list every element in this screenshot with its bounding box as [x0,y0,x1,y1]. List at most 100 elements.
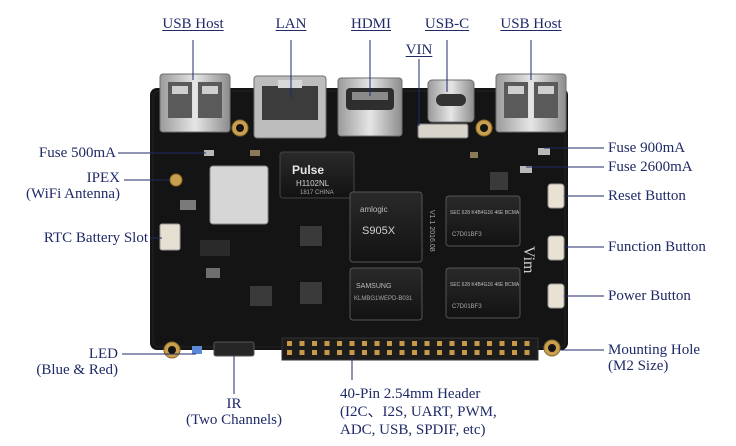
usb-host-right-port [495,73,567,133]
label-fuse-500ma: Fuse 500mA [38,145,116,161]
fuse-500ma [204,150,214,156]
label-mounting-hole-sub: (M2 Size) [608,358,669,374]
label-usb-host-right: USB Host [500,16,562,32]
header-pin [524,341,530,346]
label-hdmi: HDMI [351,16,391,32]
header-pin [449,341,455,346]
ram-bottom-part-text: SEC 628 K4B4G16 46E BCMA [450,282,520,288]
vim-text: Vim [520,246,537,274]
header-pin [487,341,492,346]
header-pin [337,341,342,346]
header-pin [499,341,505,346]
ir-receiver [213,341,255,357]
label-lan: LAN [275,16,307,32]
header-pin [312,350,317,355]
soc-chip [349,191,423,263]
label-header-line3: ADC, USB, SPDIF, etc) [340,422,486,438]
fuse-2600ma [520,166,532,173]
ram-top-code-text: C7D01BF3 [452,232,482,238]
header-pin [287,341,292,346]
header-pins [287,341,530,355]
header-pin [299,341,305,346]
label-header-line2: (I2C、I2S, UART, PWM, [340,404,497,420]
header-pin [349,350,355,355]
header-pin [412,341,417,346]
ram-chip-top [445,195,521,247]
wifi-module [209,165,269,225]
label-led: LED [88,346,118,362]
header-pin [462,341,467,346]
header-pin [512,350,517,355]
ipex-connector [169,173,183,187]
pulse-part-text: H1102NL [296,179,330,188]
label-vin: VIN [405,42,433,58]
ram-bottom-code-text: C7D01BF3 [452,304,482,310]
header-pin [312,341,317,346]
label-ipex: IPEX [86,170,120,186]
soc-model-text: S905X [362,225,396,237]
pulse-brand-text: Pulse [292,163,324,177]
lan-port [253,75,327,139]
label-rtc-battery-slot: RTC Battery Slot [43,230,148,246]
header-pin [399,350,405,355]
version-text: V1.1 2016.08 [428,210,435,252]
header-pin [512,341,517,346]
label-usb-host-left: USB Host [162,16,224,32]
ram-chip-bottom [445,267,521,319]
header-pin [462,350,467,355]
label-function-button: Function Button [608,239,706,255]
header-pin [387,341,392,346]
led-indicator [192,346,202,354]
label-ir: IR [226,396,242,412]
label-fuse-900ma: Fuse 900mA [608,140,686,156]
fuse-900ma [538,148,550,155]
header-pin [374,341,380,346]
header-pin [437,350,442,355]
header-pin [324,341,330,346]
label-fuse-2600ma: Fuse 2600mA [608,159,693,175]
pulse-origin-text: 1817 CHINA [300,190,334,196]
label-ipex-sub: (WiFi Antenna) [26,186,120,202]
header-pin [399,341,405,346]
emmc-brand-text: SAMSUNG [356,283,391,290]
header-pin [362,350,367,355]
usb-host-left-port [159,73,231,133]
function-button [547,235,565,261]
leader-lines [118,40,604,394]
emmc-chip [349,267,423,321]
header-pin [524,350,530,355]
header-pin [337,350,342,355]
header-pin [437,341,442,346]
header-pin [499,350,505,355]
header-pin [349,341,355,346]
ram-top-part-text: SEC 628 K4B4G16 46E BCMA [450,210,520,216]
label-usb-c: USB-C [424,16,470,32]
header-pin [387,350,392,355]
emmc-part-text: KLMBG1WEPD-B031 [354,296,413,302]
power-button [547,283,565,309]
header-pin [474,341,480,346]
reset-button [547,183,565,209]
header-pin [412,350,417,355]
gpio-header-40pin [281,337,539,361]
usb-c-port [427,79,475,123]
header-pin [324,350,330,355]
label-reset-button: Reset Button [608,188,686,204]
header-pin [374,350,380,355]
pulse-transformer [279,151,355,199]
header-pin [424,350,430,355]
vin-connector [417,123,469,139]
label-header: 40-Pin 2.54mm Header [340,386,481,402]
header-pin [487,350,492,355]
header-pin [474,350,480,355]
header-pin [287,350,292,355]
label-led-sub: (Blue & Red) [36,362,118,378]
label-mounting-hole: Mounting Hole [608,342,701,358]
soc-brand-text: amlogic [360,205,388,214]
label-power-button: Power Button [608,288,691,304]
header-pin [362,341,367,346]
header-pin [449,350,455,355]
label-ir-sub: (Two Channels) [185,412,282,428]
